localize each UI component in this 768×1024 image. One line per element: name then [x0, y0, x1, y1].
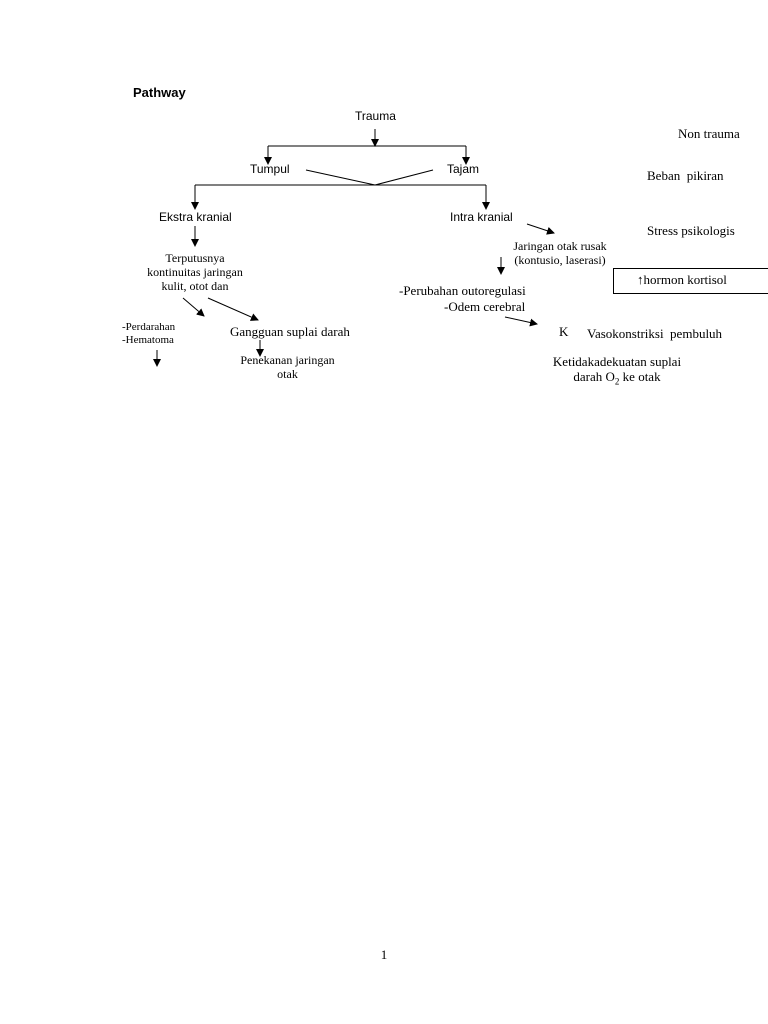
jaringan-line-2: (kontusio, laserasi) [514, 252, 606, 267]
arrow-to-gangguan [207, 297, 259, 321]
node-perubahan-line-2: -Odem cerebral [444, 299, 526, 314]
node-terputusnya: Terputusnya kontinuitas jaringan kulit, … [130, 251, 260, 293]
penekanan-line-1: Penekanan jaringan [240, 353, 335, 367]
node-ketidakadekuatan: Ketidakadekuatan suplai darah O2 ke otak [532, 354, 702, 387]
penekanan-line-2: otak [277, 366, 298, 381]
terputusnya-line-3: kulit, otot dan [161, 278, 229, 293]
arrow-intra-jaringan [526, 223, 555, 235]
node-vasokonstriksi: Vasokonstriksi pembuluh [587, 326, 723, 341]
node-trauma: Trauma [355, 109, 396, 123]
ketidakadekuatan-line-2: darah O2 ke otak [573, 368, 661, 387]
node-stress-psikologis: Stress psikologis [647, 223, 735, 238]
node-gangguan-suplai: Gangguan suplai darah [230, 324, 350, 339]
terputusnya-line-1: Terputusnya [165, 251, 225, 265]
hormon-kortisol-box [613, 268, 768, 294]
perdarahan-line-1: -Perdarahan [122, 321, 176, 333]
jaringan-line-1: Jaringan otak rusak [513, 240, 607, 253]
node-tumpul: Tumpul [250, 162, 290, 176]
node-non-trauma: Non trauma [678, 126, 740, 141]
node-intra-kranial: Intra kranial [450, 210, 513, 224]
node-perdarahan: -Perdarahan -Hematoma [122, 321, 175, 346]
node-beban-pikiran: Beban pikiran [647, 168, 724, 183]
merge-line-right [374, 169, 434, 186]
terputusnya-line-2: kontinuitas jaringan [147, 264, 243, 279]
node-penekanan: Penekanan jaringan otak [220, 353, 355, 382]
ketidakadekuatan-line-1: Ketidakadekuatan suplai [552, 354, 682, 369]
perdarahan-line-2: -Hematoma [122, 333, 174, 346]
node-jaringan-otak-rusak: Jaringan otak rusak (kontusio, laserasi) [500, 240, 620, 268]
node-k-label: K [559, 324, 569, 339]
arrow-to-perdarahan [182, 297, 205, 317]
node-ekstra-kranial: Ekstra kranial [159, 210, 232, 224]
node-hormon-kortisol: ↑hormon kortisol [637, 272, 727, 287]
arrow-odem-k [504, 316, 538, 327]
diagram-heading: Pathway [133, 85, 186, 100]
page-number: 1 [380, 947, 388, 962]
node-perubahan-line-1: -Perubahan outoregulasi [399, 283, 526, 298]
merge-line-left [305, 169, 376, 186]
node-tajam: Tajam [447, 162, 480, 176]
